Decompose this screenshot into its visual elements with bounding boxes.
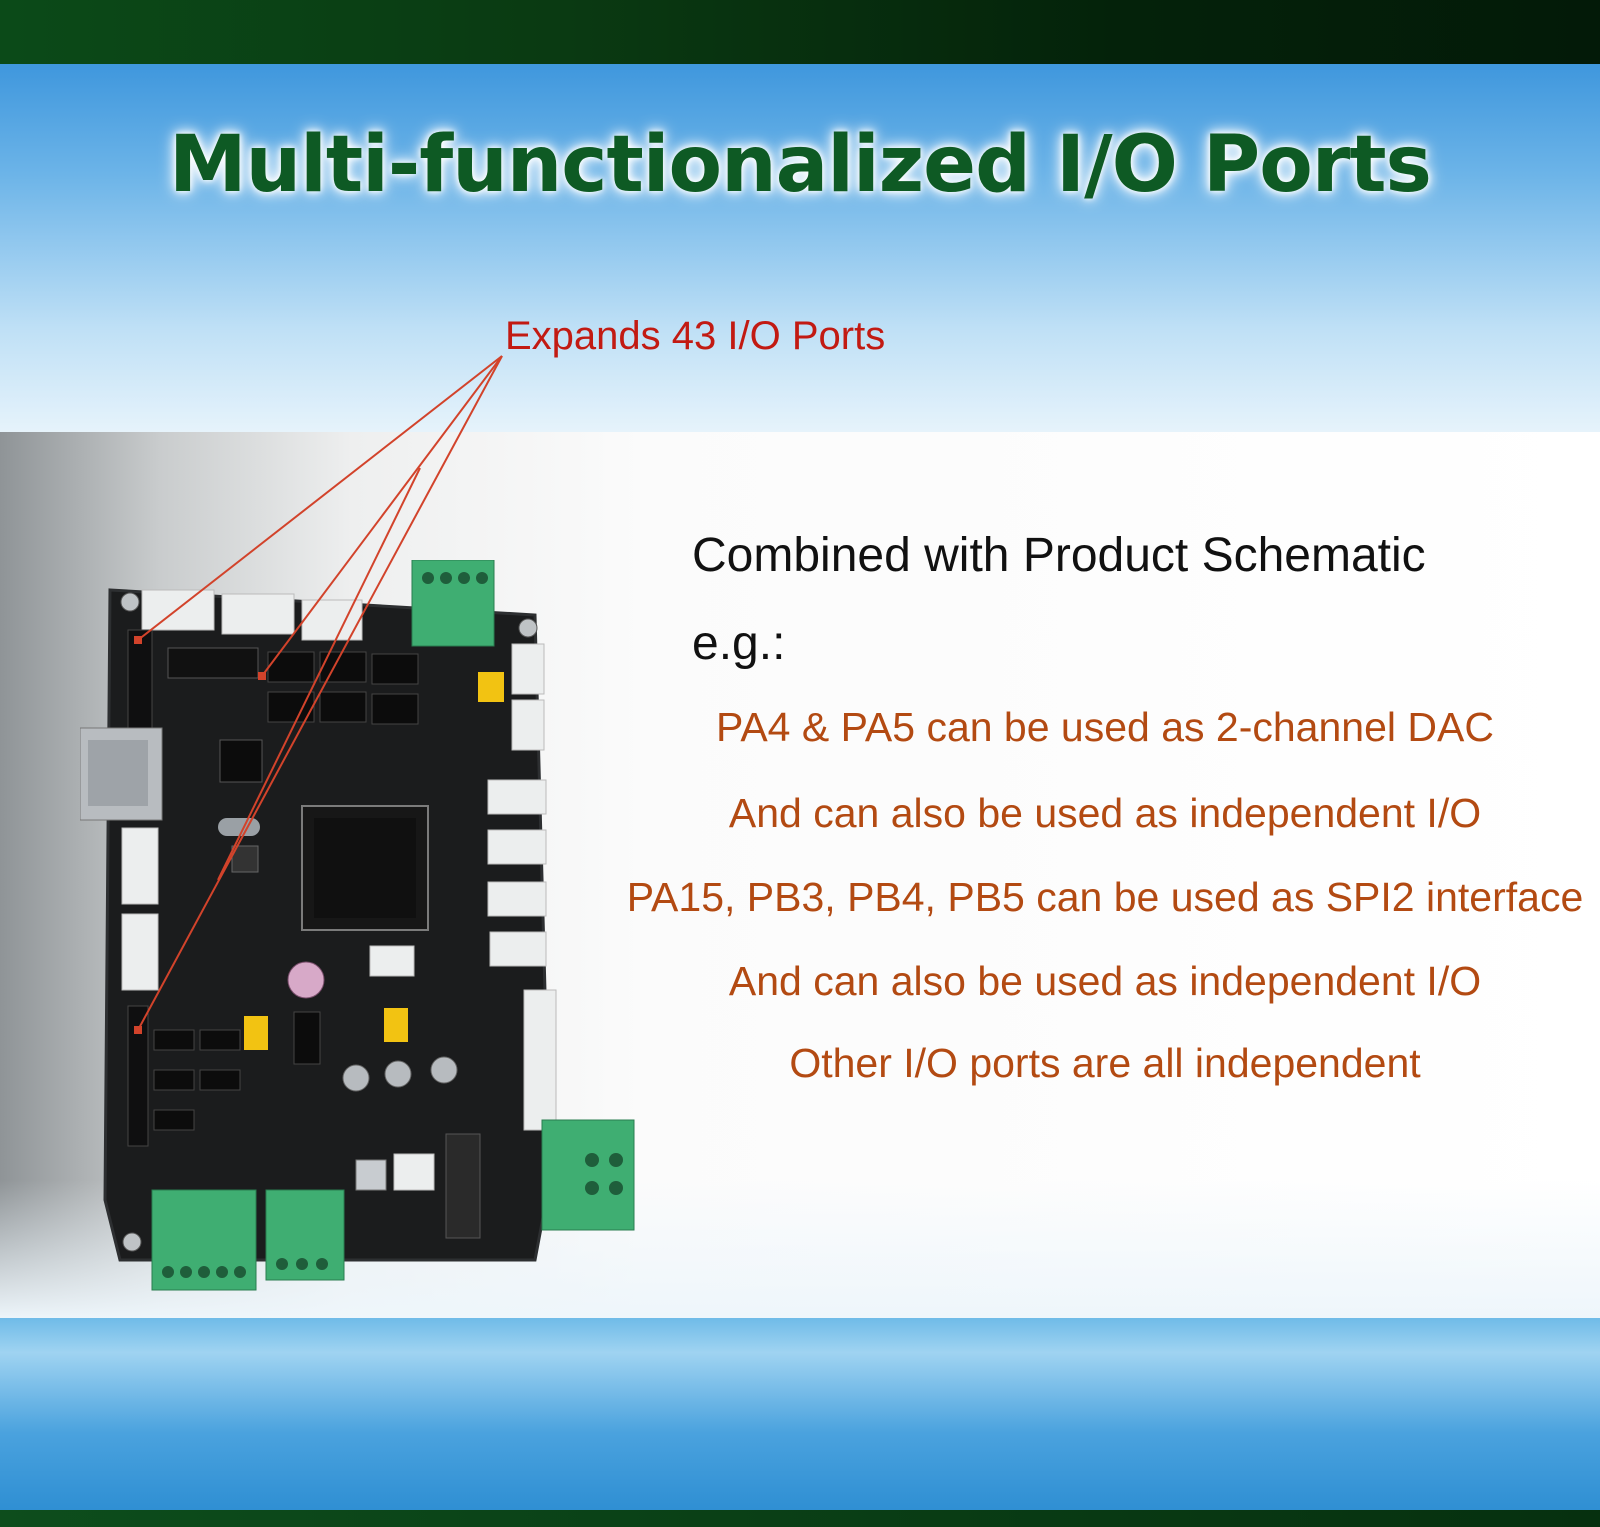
- chip: [371, 693, 419, 725]
- chip: [319, 691, 367, 723]
- bottom-sky-band: [0, 1318, 1600, 1510]
- connector-left: [121, 827, 159, 905]
- connector-right: [511, 643, 545, 695]
- description-line: And can also be used as independent I/O: [728, 790, 1482, 836]
- leader-dot: [134, 1026, 142, 1034]
- connector-left: [121, 913, 159, 991]
- connector-right: [487, 829, 547, 865]
- capacitor: [342, 1064, 370, 1092]
- usb-port: [355, 1159, 387, 1191]
- description-eg: e.g.:: [692, 617, 786, 670]
- pin-header-grid: [167, 647, 259, 679]
- relay-switch: [445, 1133, 481, 1239]
- connector-right: [487, 881, 547, 917]
- leader-line: [261, 355, 503, 677]
- jumper: [244, 1016, 268, 1050]
- capacitor: [287, 961, 325, 999]
- chip: [371, 653, 419, 685]
- capacitor: [384, 1060, 412, 1088]
- leader-dot: [134, 636, 142, 644]
- connector-right: [489, 931, 547, 967]
- connector-right: [487, 779, 547, 815]
- controller-board-image: [80, 560, 635, 1291]
- description-line: PA15, PB3, PB4, PB5 can be used as SPI2 …: [626, 874, 1584, 920]
- capacitor: [430, 1056, 458, 1084]
- connector-right: [511, 699, 545, 751]
- bottom-dark-band: [0, 1510, 1600, 1527]
- slide-title: Multi-functionalized I/O Ports: [169, 120, 1432, 210]
- leader-line: [137, 355, 503, 1031]
- description-line: And can also be used as independent I/O: [728, 958, 1482, 1004]
- leader-dot: [258, 672, 266, 680]
- ethernet-phy-chip: [219, 739, 263, 783]
- leader-line: [137, 355, 503, 641]
- mounting-hole: [120, 592, 140, 612]
- io-callout-label: Expands 43 I/O Ports: [505, 314, 886, 358]
- description-line: Other I/O ports are all independent: [789, 1040, 1421, 1086]
- description-line: PA4 & PA5 can be used as 2-channel DAC: [716, 704, 1494, 750]
- mounting-hole: [518, 618, 538, 638]
- top-sky-band: [0, 64, 1600, 432]
- connector-right-long: [523, 989, 557, 1131]
- jumper: [478, 672, 504, 702]
- pin-header-left: [127, 629, 153, 741]
- connector-power: [393, 1153, 435, 1191]
- connector-middle: [369, 945, 415, 977]
- leader-line: [217, 467, 421, 881]
- terminal-block-right: [541, 1119, 635, 1231]
- description-heading: Combined with Product Schematic: [692, 529, 1426, 582]
- mounting-hole: [122, 1232, 142, 1252]
- connector-top-2: [221, 593, 295, 635]
- jumper: [384, 1008, 408, 1042]
- inductor: [231, 845, 259, 873]
- top-dark-band: [0, 0, 1600, 64]
- pin-header-left-lower: [127, 1005, 149, 1147]
